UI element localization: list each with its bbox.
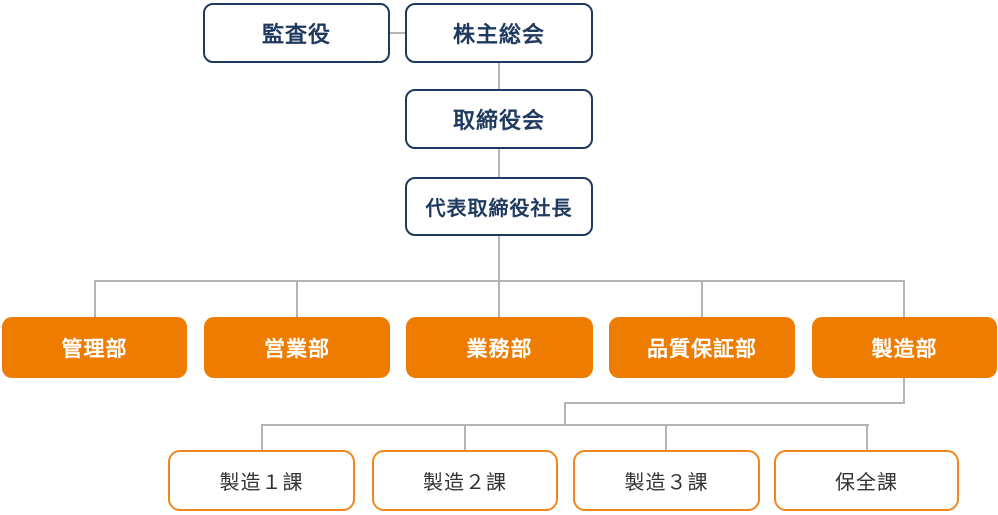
connector-drop-section-3 <box>665 424 667 450</box>
node-section-maintenance: 保全課 <box>774 450 959 511</box>
node-dept-administration: 管理部 <box>2 317 187 378</box>
connector-sections-rail <box>261 424 869 426</box>
connector-drop-section-4 <box>866 424 868 450</box>
connector-drop-dept-3 <box>498 280 500 317</box>
connector-drop-dept-4 <box>701 280 703 317</box>
connector-drop-dept-1 <box>94 280 96 317</box>
connector-manufacturing-elbow <box>564 402 905 404</box>
node-section-manufacturing-3: 製造３課 <box>573 450 760 511</box>
node-dept-manufacturing: 製造部 <box>812 317 997 378</box>
connector-sections-stem <box>564 402 566 426</box>
connector-board-to-president <box>498 149 500 177</box>
node-dept-quality-assurance: 品質保証部 <box>609 317 795 378</box>
node-dept-operations: 業務部 <box>406 317 593 378</box>
connector-drop-dept-5 <box>903 280 905 317</box>
node-section-manufacturing-1: 製造１課 <box>168 450 355 511</box>
node-dept-sales: 営業部 <box>204 317 390 378</box>
connector-meeting-to-board <box>498 63 500 89</box>
node-board-of-directors: 取締役会 <box>405 89 593 149</box>
connector-president-stem <box>498 236 500 280</box>
node-president: 代表取締役社長 <box>405 177 593 236</box>
node-shareholders-meeting: 株主総会 <box>405 3 593 63</box>
node-section-manufacturing-2: 製造２課 <box>372 450 558 511</box>
connector-manufacturing-stem <box>903 378 905 404</box>
connector-drop-dept-2 <box>296 280 298 317</box>
connector-drop-section-1 <box>261 424 263 450</box>
connector-auditor-to-meeting <box>390 32 405 34</box>
node-auditor: 監査役 <box>203 3 390 63</box>
connector-drop-section-2 <box>464 424 466 450</box>
